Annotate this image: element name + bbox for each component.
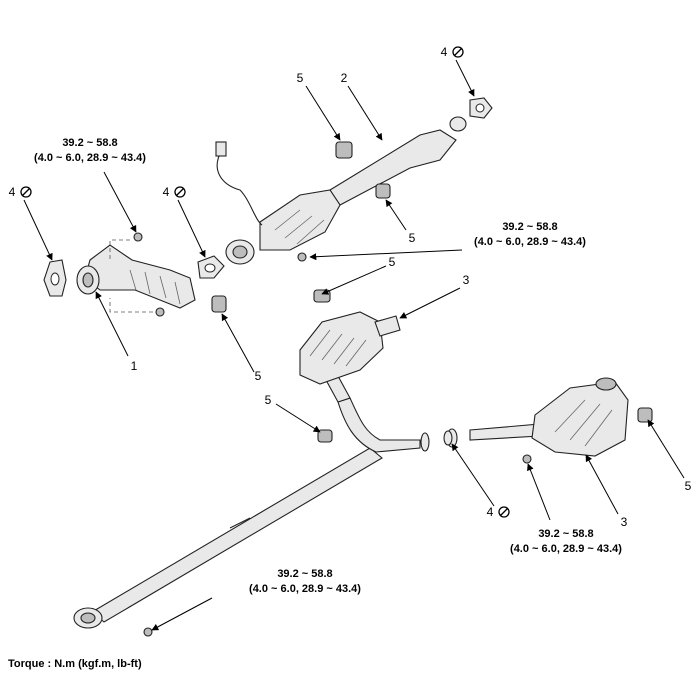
callout-4-left: 4: [9, 185, 16, 199]
gasket-cat-inlet: [197, 255, 225, 279]
prohibited-circle-icon: [174, 186, 186, 198]
callout-4-cat-outlet: 4: [441, 45, 448, 59]
center-muffler: [299, 311, 401, 385]
callout-2: 2: [341, 71, 348, 85]
callout-3-center: 3: [463, 273, 470, 287]
callout-5-top: 5: [297, 71, 304, 85]
torque-units-note: Torque : N.m (kgf.m, lb-ft): [8, 658, 142, 670]
callout-5-cat: 5: [409, 231, 416, 245]
callout-4-rear: 4: [487, 505, 494, 519]
rubber-hanger: [211, 141, 653, 443]
svg-text:39.2 ~ 58.8: 39.2 ~ 58.8: [277, 568, 332, 580]
svg-text:39.2 ~ 58.8: 39.2 ~ 58.8: [502, 221, 557, 233]
svg-text:(4.0 ~ 6.0, 28.9 ~ 43.4): (4.0 ~ 6.0, 28.9 ~ 43.4): [510, 543, 622, 555]
callout-5-center: 5: [389, 255, 396, 269]
svg-text:(4.0 ~ 6.0, 28.9 ~ 43.4): (4.0 ~ 6.0, 28.9 ~ 43.4): [34, 152, 146, 164]
callout-1: 1: [131, 359, 138, 373]
callout-5-front: 5: [255, 369, 262, 383]
svg-text:(4.0 ~ 6.0, 28.9 ~ 43.4): (4.0 ~ 6.0, 28.9 ~ 43.4): [249, 583, 361, 595]
svg-text:39.2 ~ 58.8: 39.2 ~ 58.8: [538, 528, 593, 540]
leader-arrows: [23, 59, 685, 631]
prohibited-circle-icon: [498, 506, 510, 518]
torque-spec-catalytic: 39.2 ~ 58.8 (4.0 ~ 6.0, 28.9 ~ 43.4): [474, 221, 586, 248]
callout-5-rear: 5: [685, 479, 692, 493]
callout-labels: 4 4 4 4 1 2 3 3 5 5 5 5 5 5: [9, 45, 692, 529]
gasket-left: [43, 259, 67, 297]
callout-4-cat-inlet: 4: [163, 185, 170, 199]
torque-spec-front-pipe: 39.2 ~ 58.8 (4.0 ~ 6.0, 28.9 ~ 43.4): [34, 137, 146, 164]
torque-spec-center-pipe: 39.2 ~ 58.8 (4.0 ~ 6.0, 28.9 ~ 43.4): [249, 568, 361, 595]
flange-nut: [133, 232, 532, 637]
callout-3-rear: 3: [621, 515, 628, 529]
front-pipe: [76, 239, 196, 313]
gasket-rear: [443, 430, 453, 446]
svg-text:39.2 ~ 58.8: 39.2 ~ 58.8: [62, 137, 117, 149]
rear-muffler: [446, 377, 629, 457]
center-pipe: [73, 375, 430, 629]
gasket-cat-outlet: [469, 97, 493, 119]
prohibited-circle-icon: [20, 186, 32, 198]
callout-5-pipe: 5: [265, 393, 272, 407]
svg-text:(4.0 ~ 6.0, 28.9 ~ 43.4): (4.0 ~ 6.0, 28.9 ~ 43.4): [474, 236, 586, 248]
prohibited-circle-icon: [452, 46, 464, 58]
torque-spec-rear-muffler: 39.2 ~ 58.8 (4.0 ~ 6.0, 28.9 ~ 43.4): [510, 528, 622, 555]
catalytic-converter: [215, 116, 467, 265]
